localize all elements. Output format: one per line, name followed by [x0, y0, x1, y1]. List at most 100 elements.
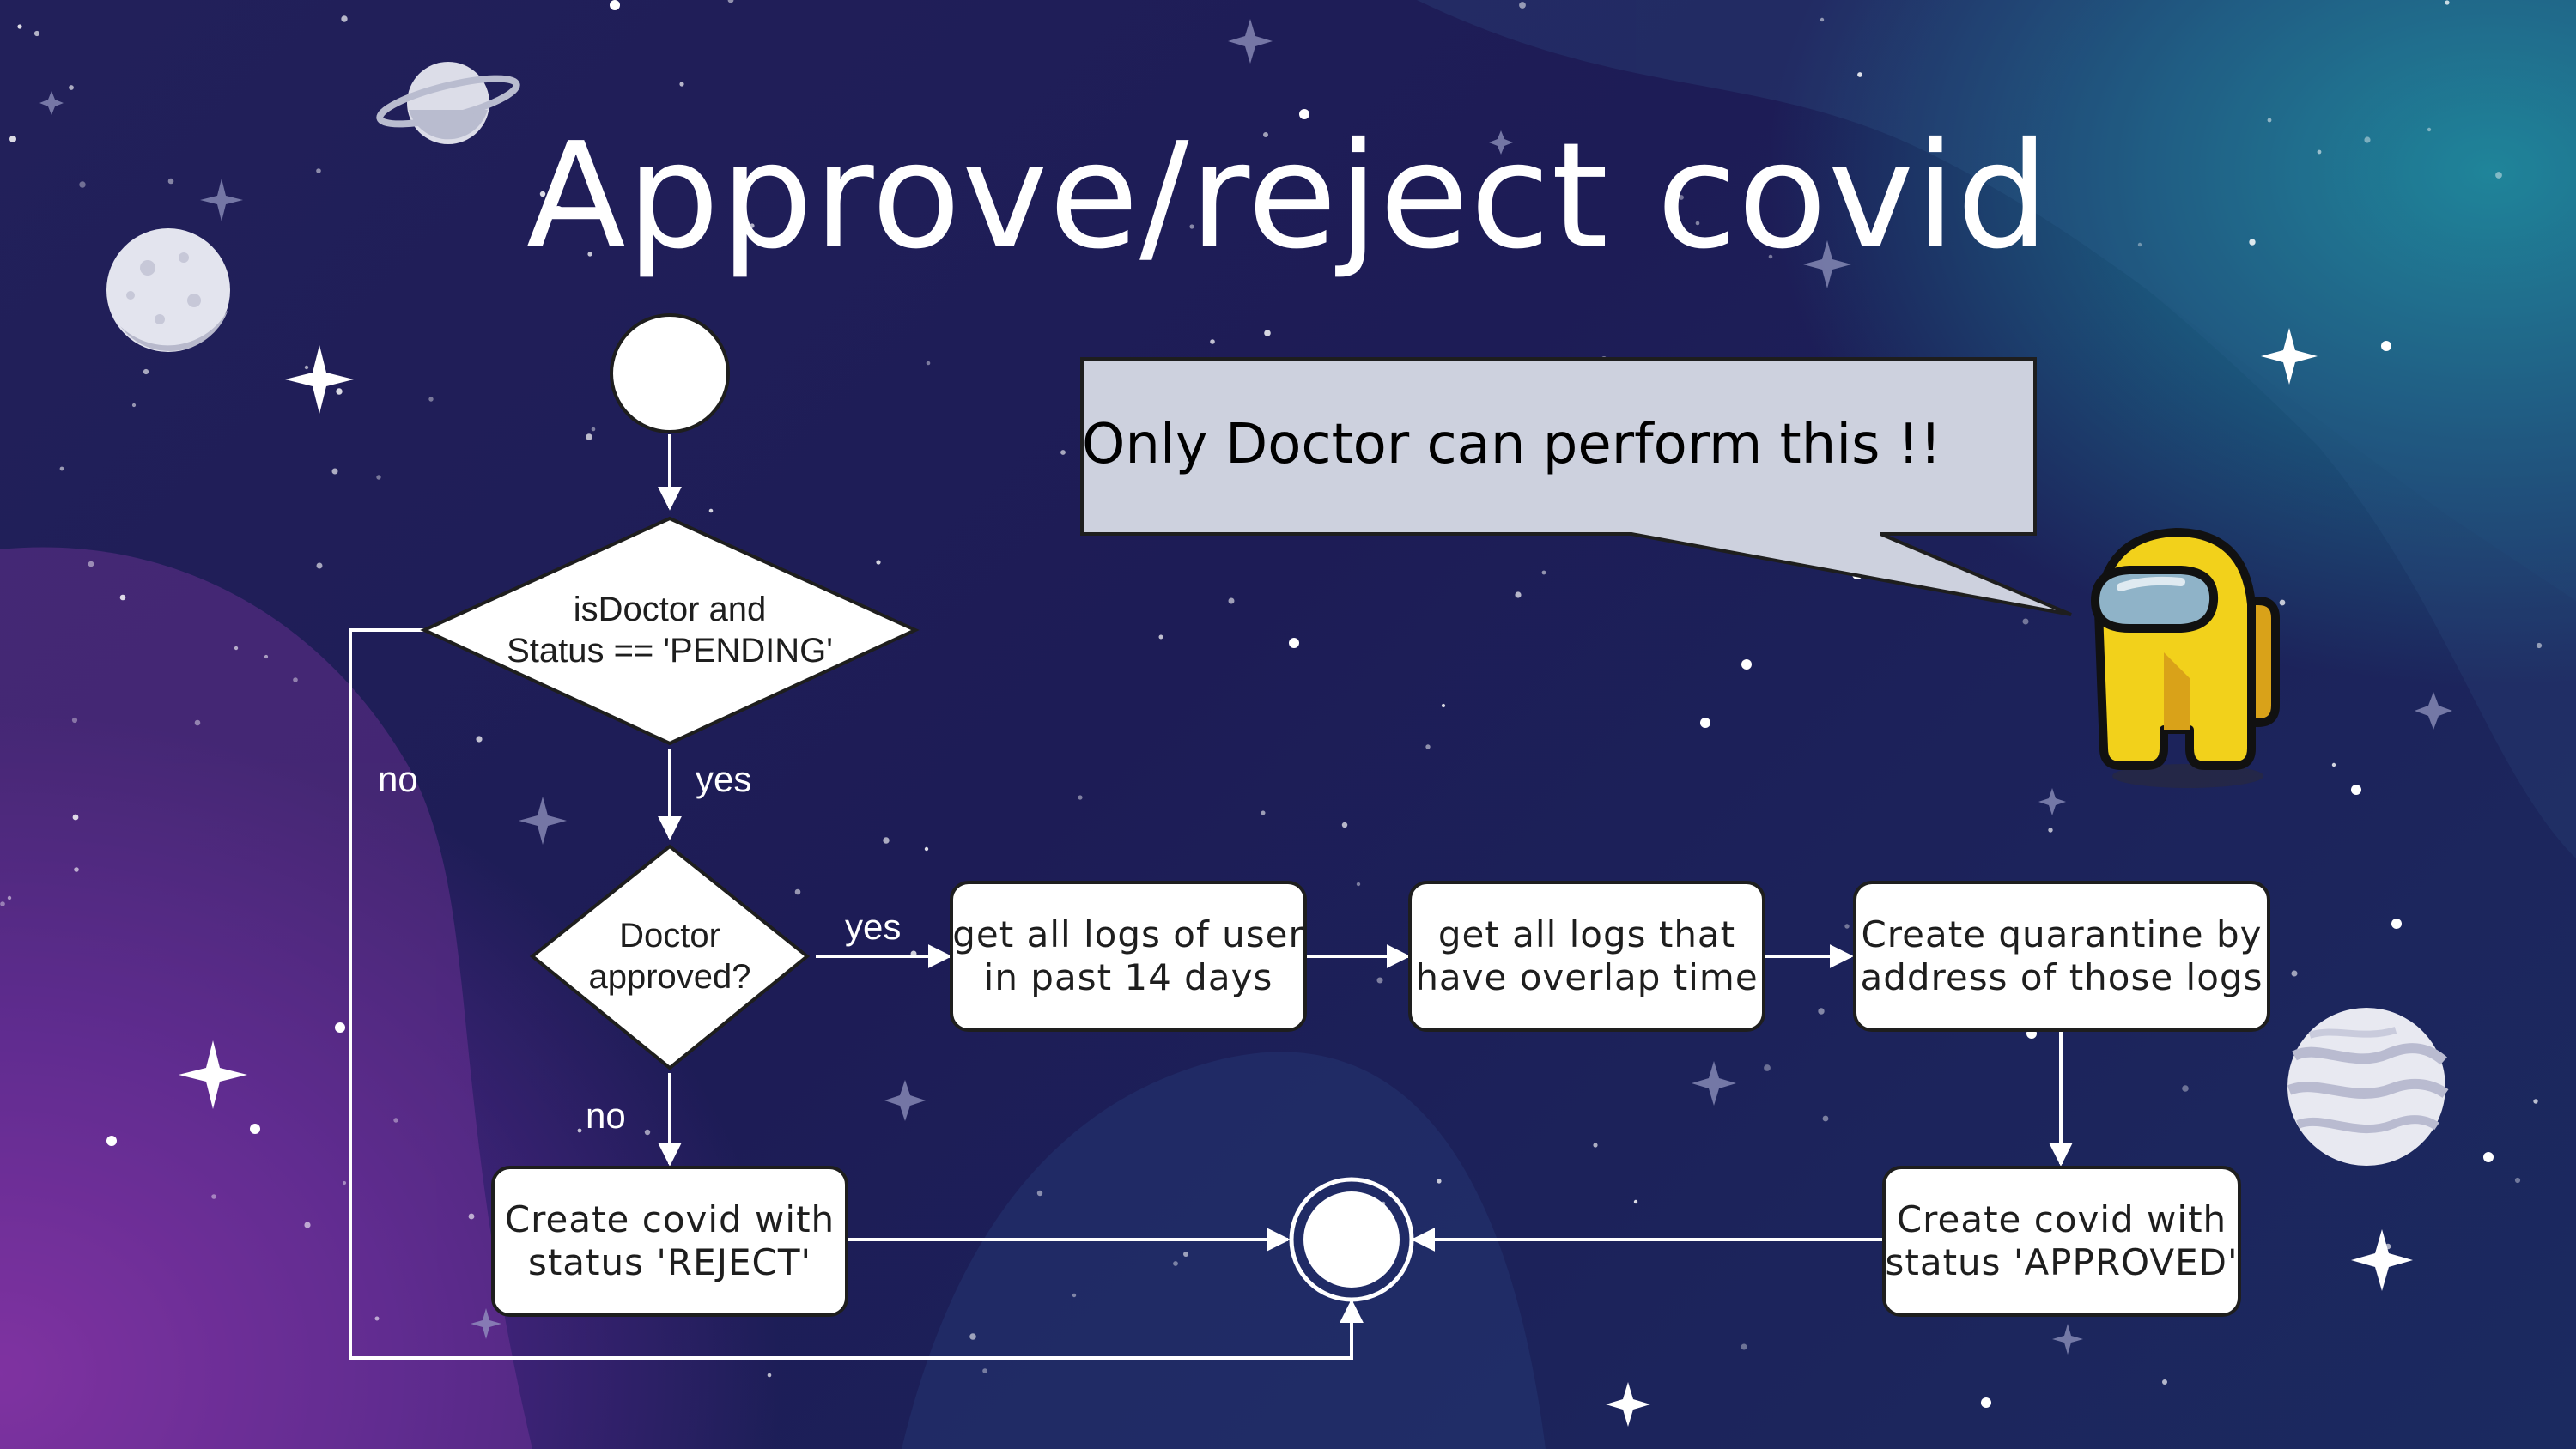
star-dot: [33, 30, 40, 37]
star-dot: [1173, 1261, 1178, 1266]
star-dot: [586, 433, 592, 440]
star-dot: [1060, 450, 1066, 455]
edge-pending-no: [349, 628, 1364, 1360]
star-dot: [1263, 132, 1268, 137]
decision-pending-label: isDoctor and Status == 'PENDING': [507, 591, 833, 670]
star-dot: [264, 654, 269, 659]
star-dot: [1289, 638, 1299, 648]
star-dot: [374, 1316, 380, 1321]
star-dot: [304, 1222, 311, 1228]
star-dot: [553, 206, 563, 216]
star-dot: [468, 1213, 475, 1220]
star-dot: [708, 508, 714, 513]
star-dot: [304, 365, 309, 370]
step-quarantine-label: Create quarantine by address of those lo…: [1860, 913, 2263, 998]
star-dot: [1183, 1252, 1188, 1257]
star-dot: [1519, 2, 1526, 9]
star-dot: [1679, 195, 1684, 200]
star-dot: [876, 560, 881, 565]
star-dot: [610, 0, 620, 10]
star-dot: [74, 867, 79, 872]
star-dot: [131, 403, 137, 408]
star-dot: [1700, 718, 1710, 728]
moon-icon: [106, 228, 230, 352]
star-dot: [9, 136, 16, 142]
star-dot: [1441, 703, 1446, 708]
star-dot: [88, 561, 94, 567]
background-purple-waves: [0, 547, 532, 1449]
callout-text: Only Doctor can perform this !!: [1082, 413, 1942, 476]
background-blue-wave: [902, 1052, 1546, 1449]
star-dot: [727, 0, 734, 3]
star-dot: [1768, 254, 1773, 259]
star-dot: [17, 24, 22, 29]
star-dot: [1822, 1115, 1829, 1122]
star-dot: [767, 1373, 772, 1378]
star-dot: [2427, 127, 2432, 132]
step-get-logs-label: get all logs of user in past 14 days: [952, 913, 1304, 998]
step-reject-label: Create covid with status 'REJECT': [504, 1198, 835, 1283]
star-dot: [1425, 744, 1431, 749]
star-dot: [1261, 810, 1266, 815]
star-dot: [0, 901, 5, 906]
star-dot: [1189, 224, 1194, 229]
star-dot: [250, 1124, 260, 1134]
star-dot: [1158, 634, 1163, 640]
star-dot: [1437, 1179, 1442, 1184]
star-dot: [1595, 171, 1601, 176]
star-dot: [1541, 570, 1546, 575]
star-dot: [2351, 785, 2361, 795]
step-get-logs-shape: [950, 881, 1307, 1032]
star-dot: [2514, 1177, 2521, 1184]
star-dot: [59, 466, 64, 471]
star-dot: [211, 1194, 216, 1199]
star-dot: [924, 846, 929, 852]
star-dot: [79, 181, 86, 188]
star-dot: [336, 388, 343, 395]
star-dot: [2536, 642, 2543, 649]
star-dot: [883, 837, 890, 844]
star-dot: [1633, 1199, 1638, 1204]
star-dot: [143, 368, 149, 375]
star-dot: [2182, 1085, 2189, 1092]
star-dot: [794, 888, 801, 895]
star-dot: [376, 475, 381, 480]
star-dot: [1036, 1190, 1043, 1197]
end-node-inner: [1303, 1191, 1400, 1288]
step-approved-shape: [1882, 1166, 2241, 1317]
star-dot: [335, 1022, 345, 1033]
star-dot: [926, 361, 931, 366]
star-sparkle-icon: [179, 328, 2413, 1427]
star-dot: [1818, 1008, 1825, 1015]
star-dot: [969, 1333, 976, 1340]
flow-nodes: [420, 313, 2270, 1317]
star-dot: [1144, 247, 1149, 252]
star-dot: [1078, 795, 1083, 800]
star-dot: [982, 1368, 987, 1373]
star-dot: [2249, 239, 2256, 246]
label-no-outer: no: [378, 759, 418, 799]
star-dot: [341, 15, 348, 22]
end-node-outer: [1289, 1177, 1414, 1302]
star-dot: [343, 1181, 346, 1185]
star-dot: [428, 397, 434, 402]
star-dot: [316, 562, 323, 569]
start-node: [610, 313, 730, 433]
step-overlap-shape: [1408, 881, 1765, 1032]
star-dot: [539, 191, 546, 197]
star-dot: [234, 646, 239, 651]
step-reject-shape: [491, 1166, 848, 1317]
crewmate-icon: [2091, 528, 2280, 788]
star-dot: [194, 719, 201, 726]
decision-pending-shape: [420, 516, 920, 746]
star-dot: [119, 594, 126, 601]
star-dot: [1981, 1397, 1991, 1408]
star-dot: [1857, 72, 1862, 77]
star-dot: [2162, 1379, 2167, 1385]
star-dot: [293, 677, 298, 682]
gas-planet-icon: [2287, 1008, 2449, 1166]
star-dot: [1264, 330, 1271, 336]
star-dot: [1299, 109, 1309, 119]
star-dot: [1764, 1064, 1771, 1071]
